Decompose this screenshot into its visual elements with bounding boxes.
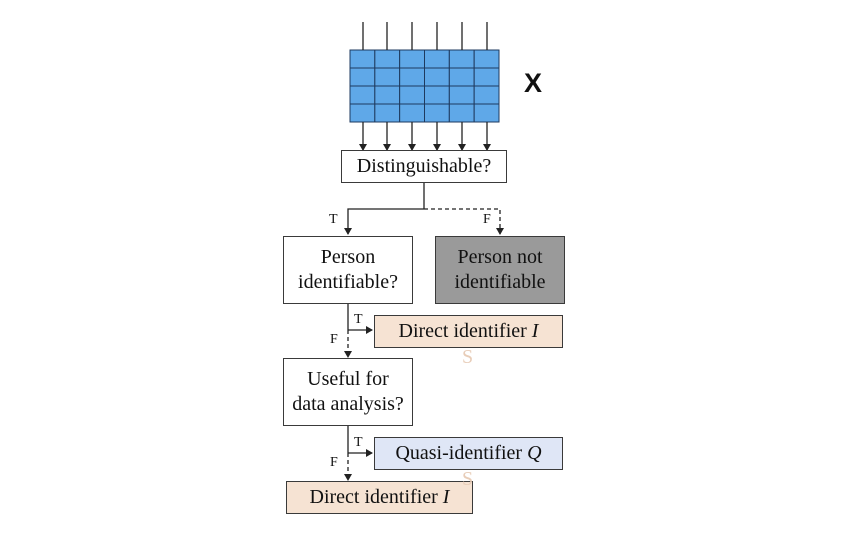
matrix-cell [349,85,376,105]
node-distinguishable: Distinguishable? [341,150,507,183]
node-person-not-identifiable-line1: Person not [457,246,543,268]
node-direct-identifier-2-symbol: I [442,486,450,508]
matrix-cell [448,67,475,87]
distinguishable-edges [344,183,504,235]
node-quasi-identifier: Quasi-identifier Q [374,437,563,470]
node-useful-for-analysis: Useful for data analysis? [283,358,413,426]
matrix-cell [473,49,500,69]
matrix-output-arrows [359,122,491,151]
matrix-cell [374,49,401,69]
matrix-cell [374,85,401,105]
edge-label-useful-false: F [330,455,338,470]
watermark-glyph-1: S [462,346,474,368]
matrix-cell [424,85,450,105]
node-quasi-identifier-symbol: Q [527,442,542,464]
node-person-not-identifiable-line2: identifiable [454,271,546,293]
matrix-cell [473,85,500,105]
node-direct-identifier-1-symbol: I [531,320,539,342]
matrix-cell [424,103,450,123]
edge-label-distinguishable-false: F [483,212,491,227]
identifiable-edges [344,304,373,358]
matrix-cell [399,67,425,87]
matrix-cell [424,67,450,87]
node-direct-identifier-1-text: Direct identifier [398,320,532,342]
node-direct-identifier-2-text: Direct identifier [309,486,443,508]
node-direct-identifier-2: Direct identifier I [286,481,473,514]
matrix-cell [374,103,401,123]
matrix-input-arrows [362,22,488,50]
edge-label-useful-true: T [354,435,363,450]
matrix-cell [399,103,425,123]
node-useful-for-analysis-line1: Useful for [307,368,389,390]
node-direct-identifier-1: Direct identifier I [374,315,563,348]
edge-label-distinguishable-true: T [329,212,338,227]
edge-label-identifiable-true: T [354,312,363,327]
node-distinguishable-text: Distinguishable? [356,155,492,177]
matrix-cell [374,67,401,87]
matrix-cell [473,67,500,87]
data-matrix [349,49,500,123]
matrix-cell [399,49,425,69]
matrix-cell [349,49,376,69]
matrix-label: X [524,68,543,98]
watermark-glyph-2: S [462,468,474,490]
node-person-identifiable: Person identifiable? [283,236,413,304]
node-person-not-identifiable: Person not identifiable [435,236,565,304]
edge-label-identifiable-false: F [330,332,338,347]
matrix-cell [448,103,475,123]
matrix-cell [349,103,376,123]
matrix-cell [424,49,450,69]
matrix-cell [473,103,500,123]
node-quasi-identifier-text: Quasi-identifier [395,442,528,464]
matrix-cell [349,67,376,87]
useful-edges [344,426,373,481]
node-person-identifiable-line2: identifiable? [298,271,398,293]
matrix-cell [448,85,475,105]
matrix-cell [399,85,425,105]
matrix-cell [448,49,475,69]
node-useful-for-analysis-line2: data analysis? [292,393,404,415]
node-person-identifiable-line1: Person [320,246,376,268]
